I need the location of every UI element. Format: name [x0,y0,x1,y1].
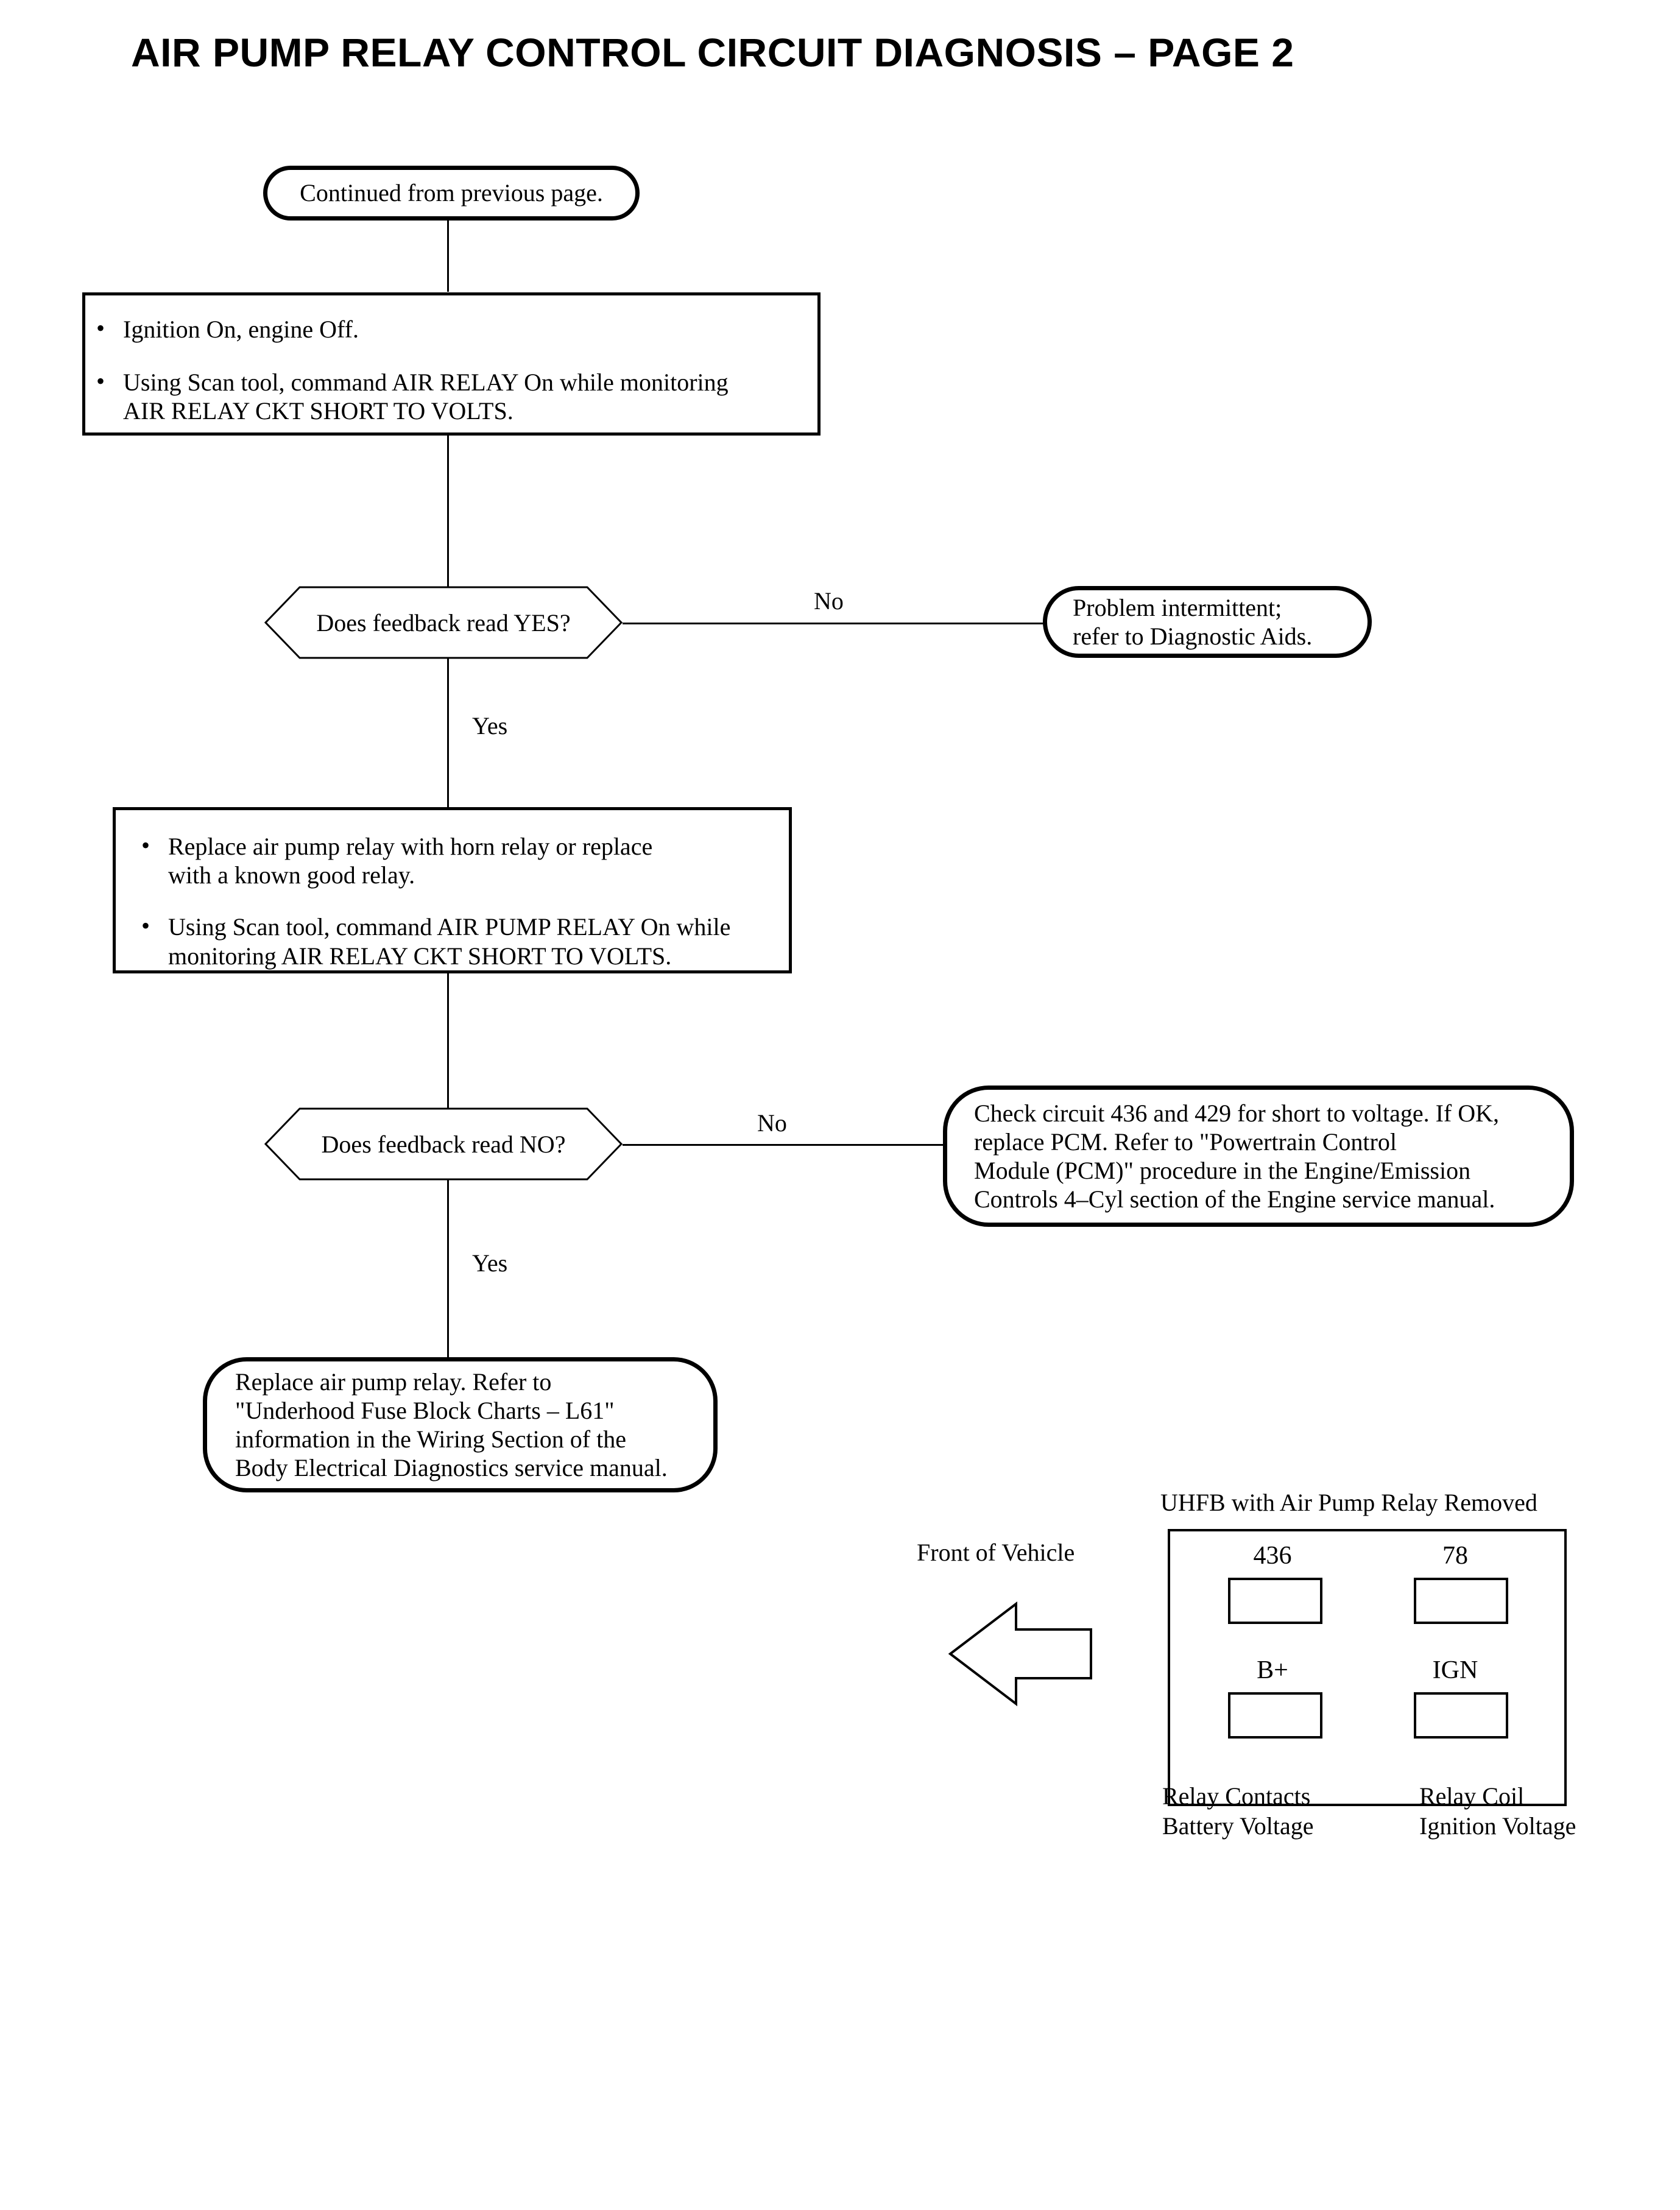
connector-decision1-yes [447,623,449,807]
decision-1-label: Does feedback read YES? [316,609,571,637]
uhfb-footnote-relay-coil: Relay Coil Ignition Voltage [1419,1782,1576,1840]
list-item: Replace air pump relay with horn relay o… [130,831,789,889]
page-title: AIR PUMP RELAY CONTROL CIRCUIT DIAGNOSIS… [131,30,1294,75]
result-terminal-2-label: Check circuit 436 and 429 for short to v… [974,1099,1500,1213]
start-terminal: Continued from previous page. [263,166,640,221]
pin-slot-436 [1228,1578,1322,1624]
decision-1: Does feedback read YES? [264,586,623,659]
connector-decision2-yes [447,1144,449,1358]
pin-label-bplus: B+ [1257,1656,1288,1684]
start-terminal-label: Continued from previous page. [300,179,603,207]
pin-slot-ign [1414,1692,1508,1739]
pin-label-ign: IGN [1432,1656,1478,1684]
result-terminal-1: Problem intermittent; refer to Diagnosti… [1043,586,1372,658]
pin-slot-bplus [1228,1692,1322,1739]
uhfb-caption: UHFB with Air Pump Relay Removed [1160,1489,1537,1516]
connector-start-to-step1 [447,219,449,292]
front-of-vehicle-label: Front of Vehicle [917,1539,1075,1566]
decision-1-no-label: No [814,587,844,615]
connector-decision1-no [623,623,1046,624]
uhfb-footnote-relay-contacts: Relay Contacts Battery Voltage [1162,1782,1314,1840]
decision-1-yes-label: Yes [472,712,508,740]
front-of-vehicle-arrow-icon [947,1599,1093,1709]
decision-2-yes-label: Yes [472,1249,508,1277]
connector-decision2-no [623,1144,945,1146]
decision-1-hexagon [264,586,623,659]
result-terminal-1-label: Problem intermittent; refer to Diagnosti… [1073,593,1313,650]
step-box-1-list: Ignition On, engine Off. Using Scan tool… [85,295,817,426]
connector-step1-to-decision1 [447,436,449,623]
list-item: Ignition On, engine Off. [85,314,817,344]
uhfb-connector-box: 436 78 B+ IGN [1168,1529,1567,1806]
decision-2-hexagon [264,1107,623,1181]
connector-step2-to-decision2 [447,973,449,1144]
result-terminal-3: Replace air pump relay. Refer to "Underh… [203,1357,718,1492]
list-item: Using Scan tool, command AIR PUMP RELAY … [130,911,789,970]
result-terminal-2: Check circuit 436 and 429 for short to v… [943,1086,1574,1227]
result-terminal-3-label: Replace air pump relay. Refer to "Underh… [235,1368,668,1482]
step-box-1: Ignition On, engine Off. Using Scan tool… [82,292,821,436]
decision-2-label: Does feedback read NO? [321,1130,566,1158]
pin-label-78: 78 [1442,1542,1468,1570]
decision-2: Does feedback read NO? [264,1107,623,1181]
pin-slot-78 [1414,1578,1508,1624]
list-item: Using Scan tool, command AIR RELAY On wh… [85,367,817,425]
step-box-2-list: Replace air pump relay with horn relay o… [116,810,789,970]
pin-label-436: 436 [1253,1542,1292,1570]
step-box-2: Replace air pump relay with horn relay o… [113,807,792,973]
decision-2-no-label: No [757,1109,787,1137]
